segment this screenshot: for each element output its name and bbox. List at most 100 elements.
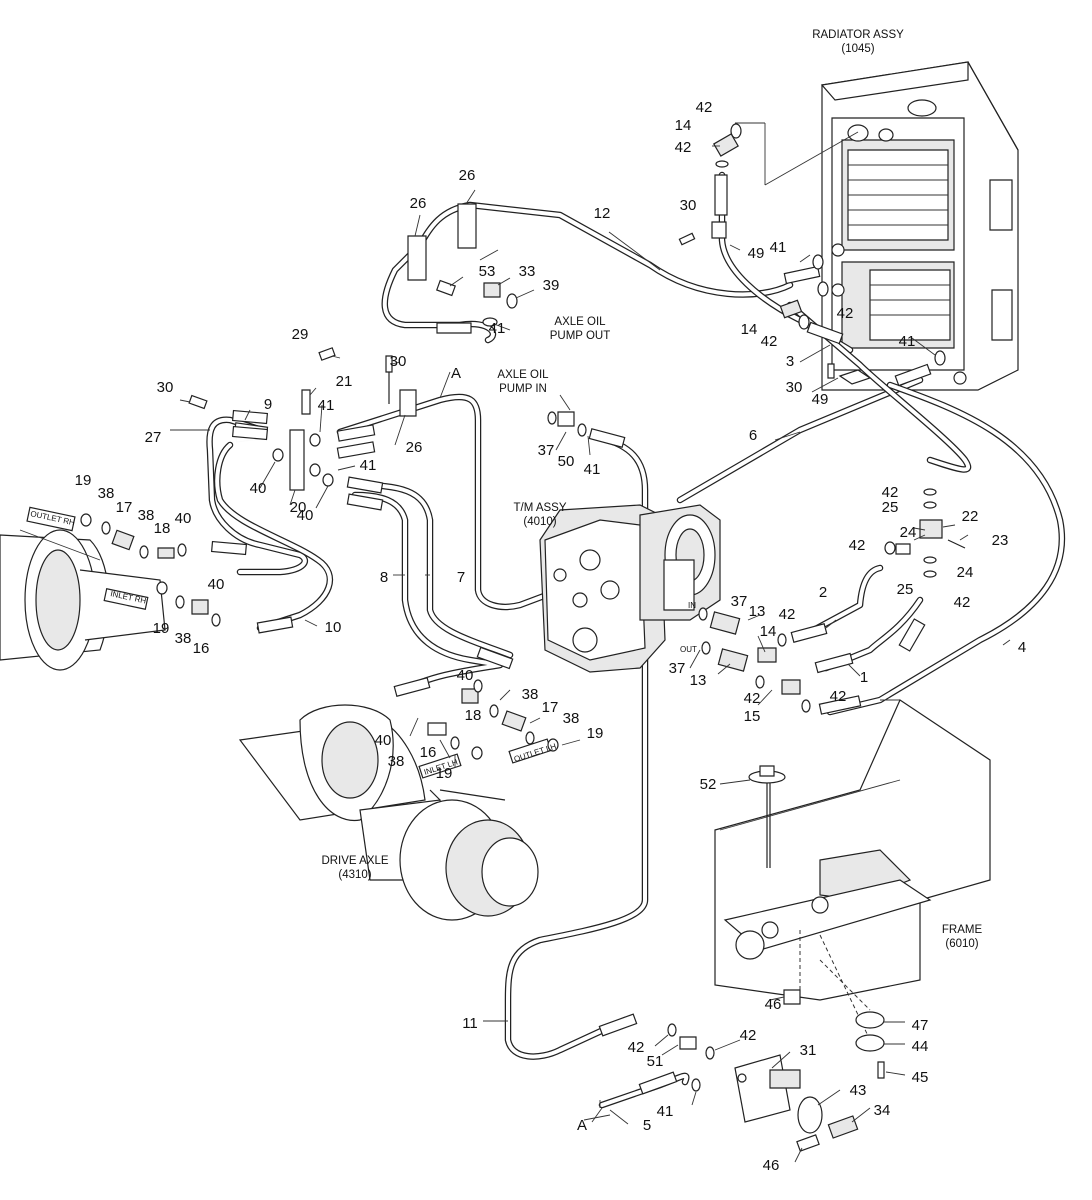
part-callout-25: 25: [882, 499, 899, 516]
part-callout-40: 40: [457, 667, 474, 684]
part-callout-9: 9: [264, 396, 272, 413]
drive-axle-label: DRIVE AXLE: [321, 855, 388, 867]
part-callout-10: 10: [325, 619, 342, 636]
part-callout-15: 15: [744, 708, 761, 725]
frame-code: (6010): [945, 938, 978, 950]
part-callout-46: 46: [763, 1157, 780, 1174]
drive-axle-bottom: [240, 705, 551, 920]
part-callout-40: 40: [208, 576, 225, 593]
part-callout-1: 1: [860, 669, 868, 686]
part-callout-19: 19: [153, 620, 170, 637]
part-callout-18: 18: [154, 520, 171, 537]
hose-fittings: [212, 175, 931, 1094]
part-callout-38: 38: [388, 753, 405, 770]
part-callout-41: 41: [318, 397, 335, 414]
part-callout-3: 3: [786, 353, 794, 370]
part-callout-16: 16: [193, 640, 210, 657]
part-callout-19: 19: [75, 472, 92, 489]
connector-a-top: A: [451, 365, 461, 382]
part-callout-4: 4: [1018, 639, 1026, 656]
part-callout-46: 46: [765, 996, 782, 1013]
part-callout-19: 19: [436, 765, 453, 782]
part-callout-51: 51: [647, 1053, 664, 1070]
port-in-label: IN: [688, 601, 696, 610]
part-callout-43: 43: [850, 1082, 867, 1099]
part-callout-38: 38: [138, 507, 155, 524]
part-callout-18: 18: [465, 707, 482, 724]
part-callout-40: 40: [297, 507, 314, 524]
part-callout-25: 25: [897, 581, 914, 598]
radiator-assy-label: RADIATOR ASSY: [812, 29, 904, 41]
part-callout-5: 5: [643, 1117, 651, 1134]
part-callout-47: 47: [912, 1017, 929, 1034]
part-callout-31: 31: [800, 1042, 817, 1059]
part-callout-41: 41: [584, 461, 601, 478]
part-callout-42: 42: [882, 484, 899, 501]
assembly-labels: RADIATOR ASSY (1045) T/M ASSY (4010) DRI…: [30, 29, 983, 950]
part-callout-37: 37: [669, 660, 686, 677]
drive-axle-code: (4310): [338, 869, 371, 881]
tm-assy-label: T/M ASSY: [513, 502, 566, 514]
part-callout-41: 41: [899, 333, 916, 350]
part-callout-42: 42: [830, 688, 847, 705]
part-callout-50: 50: [558, 453, 575, 470]
part-callout-42: 42: [740, 1027, 757, 1044]
part-callout-41: 41: [770, 239, 787, 256]
part-callout-52: 52: [700, 776, 717, 793]
part-callout-49: 49: [748, 245, 765, 262]
fittings-and-seals: [81, 124, 965, 1151]
part-callout-22: 22: [962, 508, 979, 525]
part-callout-16: 16: [420, 744, 437, 761]
transmission-assembly: [540, 505, 720, 672]
radiator-assy-code: (1045): [841, 43, 874, 55]
part-callout-40: 40: [375, 732, 392, 749]
part-callout-27: 27: [145, 429, 162, 446]
part-callout-11: 11: [462, 1015, 478, 1032]
part-callout-17: 17: [116, 499, 133, 516]
part-callout-38: 38: [175, 630, 192, 647]
part-callout-40: 40: [250, 480, 267, 497]
part-callout-17: 17: [542, 699, 559, 716]
part-callout-42: 42: [954, 594, 971, 611]
part-callout-30: 30: [157, 379, 174, 396]
part-callout-42: 42: [696, 99, 713, 116]
part-callout-20: 20: [290, 499, 307, 516]
part-callout-37: 37: [731, 593, 748, 610]
part-callout-38: 38: [522, 686, 539, 703]
part-callout-24: 24: [900, 524, 917, 541]
part-callout-41: 41: [489, 320, 506, 337]
axle-oil-pump-out-label-1: AXLE OIL: [554, 316, 606, 328]
part-callout-42: 42: [744, 690, 761, 707]
leader-lines: [170, 123, 1010, 1162]
drive-axle-left: [0, 507, 165, 670]
part-callout-12: 12: [594, 205, 611, 222]
part-callout-13: 13: [690, 672, 707, 689]
part-callout-30: 30: [786, 379, 803, 396]
part-callout-2: 2: [819, 584, 827, 601]
part-callout-34: 34: [874, 1102, 891, 1119]
part-callout-33: 33: [519, 263, 536, 280]
part-callout-38: 38: [98, 485, 115, 502]
part-callout-14: 14: [675, 117, 692, 134]
part-callout-42: 42: [628, 1039, 645, 1056]
frame-assembly: [715, 700, 990, 1040]
part-callout-14: 14: [741, 321, 758, 338]
part-callout-21: 21: [336, 373, 353, 390]
part-callout-42: 42: [675, 139, 692, 156]
part-callout-42: 42: [779, 606, 796, 623]
axle-oil-pump-out-label-2: PUMP OUT: [550, 330, 611, 342]
part-callout-40: 40: [175, 510, 192, 527]
part-callout-41: 41: [657, 1103, 674, 1120]
part-callout-53: 53: [479, 263, 496, 280]
part-callout-26: 26: [406, 439, 423, 456]
part-callout-26: 26: [459, 167, 476, 184]
part-callout-49: 49: [812, 391, 829, 408]
part-callout-26: 26: [410, 195, 427, 212]
axle-oil-pump-in-label-2: PUMP IN: [499, 383, 547, 395]
part-callout-29: 29: [292, 326, 309, 343]
part-callout-41: 41: [360, 457, 377, 474]
part-callout-30: 30: [390, 353, 407, 370]
radiator-assembly: [822, 62, 1018, 390]
